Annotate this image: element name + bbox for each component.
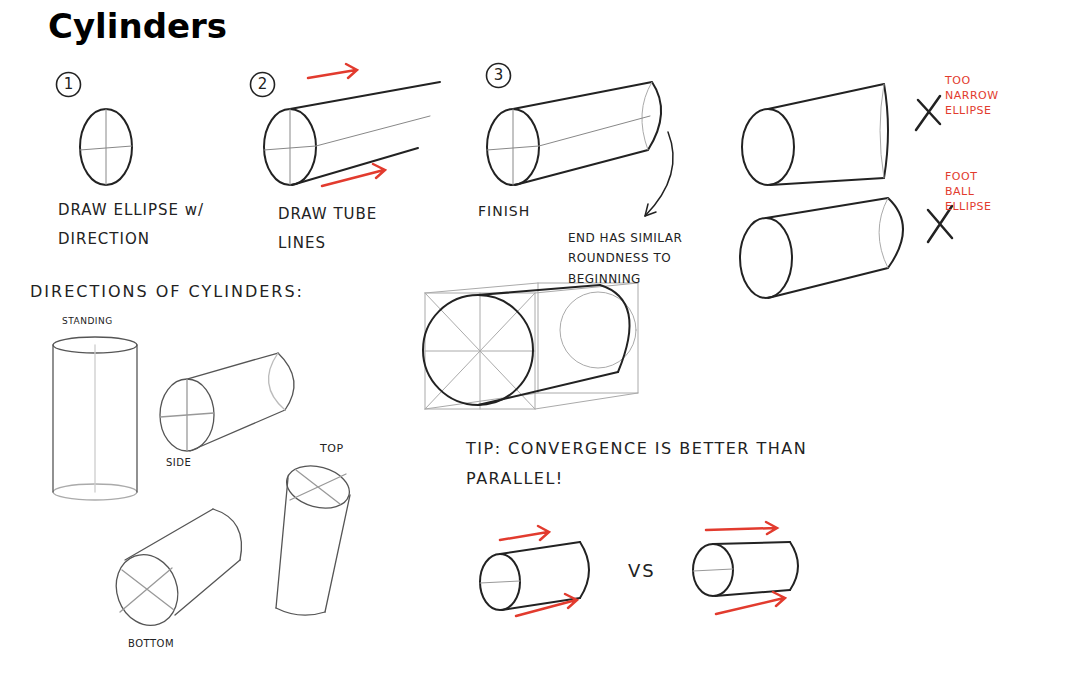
error-note: FOOT BALL ELLIPSE xyxy=(945,170,1007,215)
comparison-label: VS xyxy=(628,560,678,582)
section-heading: DIRECTIONS OF CYLINDERS: xyxy=(30,282,390,303)
annotation-note: END HAS SIMILAR ROUNDNESS TO BEGINNING xyxy=(568,228,743,289)
direction-label: STANDING xyxy=(62,316,142,327)
step-caption: DRAW ELLIPSE w/ DIRECTION xyxy=(58,196,218,253)
direction-label: TOP xyxy=(320,442,370,455)
error-note: TOO NARROW ELLIPSE xyxy=(945,74,1023,119)
step-caption: DRAW TUBE LINES xyxy=(278,200,413,257)
step-number: 2 xyxy=(249,77,276,92)
step-number: 3 xyxy=(485,68,512,83)
sheet-title: Cylinders xyxy=(48,6,227,47)
tip-note: TIP: CONVERGENCE IS BETTER THAN PARALLEL… xyxy=(466,434,866,495)
direction-label: SIDE xyxy=(166,457,226,469)
step-number-circle: 1 xyxy=(55,71,82,98)
step-number-circle: 3 xyxy=(485,62,512,89)
direction-label: BOTTOM xyxy=(128,638,208,650)
step-number: 1 xyxy=(55,77,82,92)
step-number-circle: 2 xyxy=(249,71,276,98)
step-caption: FINISH xyxy=(478,198,578,225)
